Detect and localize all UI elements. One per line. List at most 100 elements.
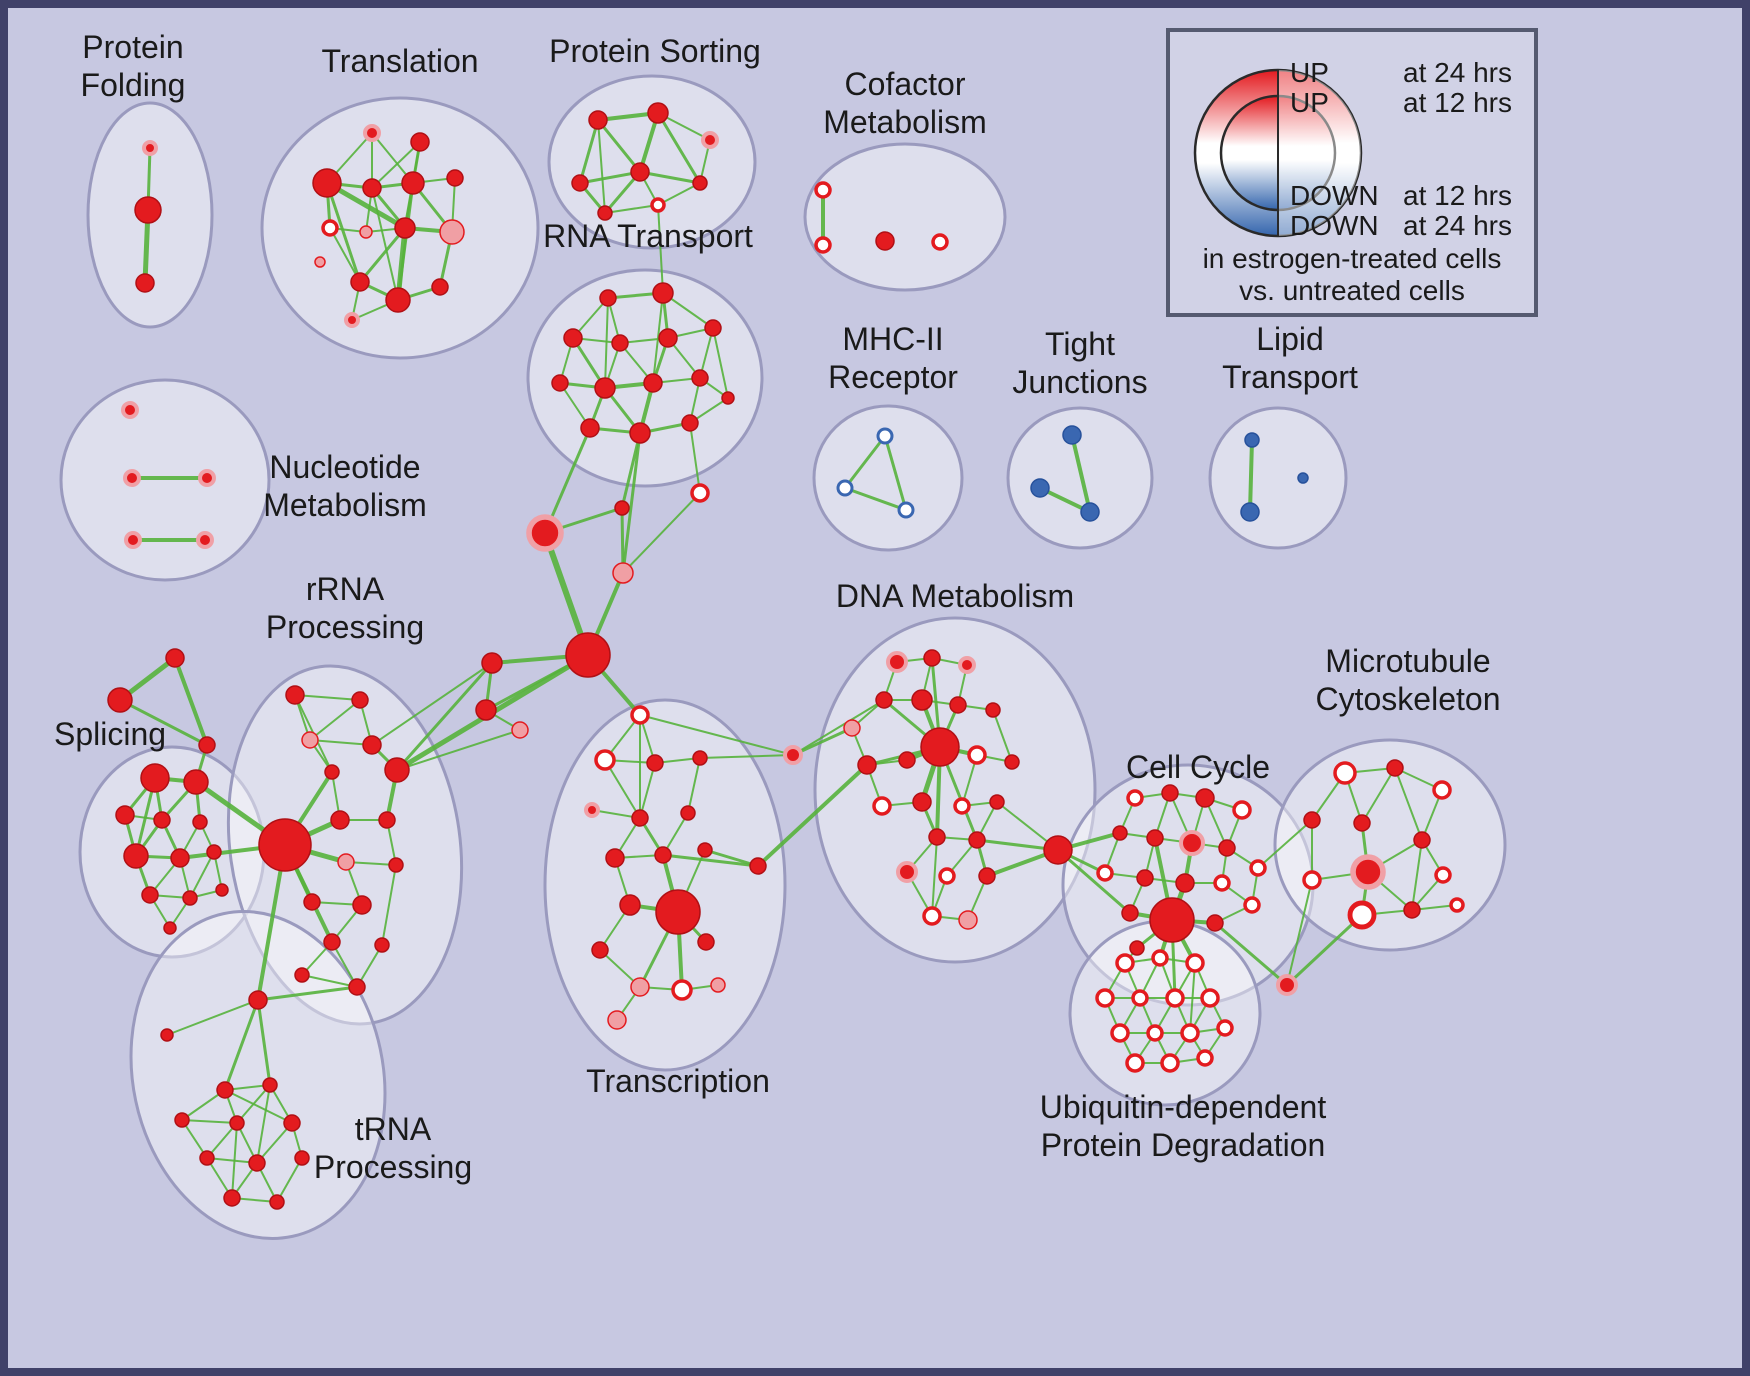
network-node-sp0c[interactable]: [198, 736, 216, 754]
network-node-rt10[interactable]: [691, 369, 709, 387]
network-node-rr14[interactable]: [374, 937, 390, 953]
network-node-mc4[interactable]: [1303, 811, 1321, 829]
network-node-tn9[interactable]: [223, 1189, 241, 1207]
network-node-rt4[interactable]: [611, 334, 629, 352]
network-node-tx7[interactable]: [680, 805, 696, 821]
network-node-tr3[interactable]: [312, 168, 342, 198]
network-node-dm24[interactable]: [958, 910, 978, 930]
network-node-tx10[interactable]: [697, 842, 713, 858]
network-node-sp9[interactable]: [141, 886, 159, 904]
network-node-ub1[interactable]: [1115, 953, 1135, 973]
network-node-ub2[interactable]: [1151, 949, 1169, 967]
network-node-rt3[interactable]: [563, 328, 583, 348]
network-node-rr12[interactable]: [352, 895, 372, 915]
network-node-ps7[interactable]: [597, 205, 613, 221]
network-node-tn7[interactable]: [248, 1154, 266, 1172]
network-node-dm12[interactable]: [967, 745, 987, 765]
network-node-tx9[interactable]: [654, 846, 672, 864]
network-node-rr7[interactable]: [330, 810, 350, 830]
network-node-h3[interactable]: [526, 514, 564, 552]
network-node-cc14[interactable]: [1149, 897, 1195, 943]
network-node-mc10[interactable]: [1347, 900, 1377, 930]
network-node-tx16[interactable]: [671, 979, 693, 1001]
network-node-rr5[interactable]: [324, 764, 340, 780]
network-node-tr14[interactable]: [431, 278, 449, 296]
network-node-nm4[interactable]: [124, 531, 142, 549]
network-node-sp11[interactable]: [163, 921, 177, 935]
network-node-rt1[interactable]: [599, 289, 617, 307]
network-node-sp4[interactable]: [153, 811, 171, 829]
network-node-mc9[interactable]: [1434, 866, 1452, 884]
network-node-nm2[interactable]: [123, 469, 141, 487]
network-node-tn4[interactable]: [229, 1115, 245, 1131]
network-node-sp2[interactable]: [183, 769, 209, 795]
network-node-nm1[interactable]: [121, 401, 139, 419]
network-node-ub5[interactable]: [1131, 989, 1149, 1007]
network-node-tr9[interactable]: [394, 217, 416, 239]
network-node-lt2[interactable]: [1240, 502, 1260, 522]
network-node-sp10[interactable]: [182, 890, 198, 906]
network-node-cc6[interactable]: [1146, 829, 1164, 847]
network-node-ub14[interactable]: [1196, 1049, 1214, 1067]
network-node-sp5[interactable]: [192, 814, 208, 830]
network-node-tr2[interactable]: [410, 132, 430, 152]
network-node-cc2[interactable]: [1161, 784, 1179, 802]
network-node-h1[interactable]: [690, 483, 710, 503]
network-node-tr4[interactable]: [362, 178, 382, 198]
network-node-dm2[interactable]: [875, 691, 893, 709]
network-node-sp3[interactable]: [115, 805, 135, 825]
network-node-ub12[interactable]: [1125, 1053, 1145, 1073]
network-node-ps8[interactable]: [650, 197, 666, 213]
network-node-cf1[interactable]: [814, 181, 832, 199]
network-node-cc7[interactable]: [1179, 830, 1205, 856]
network-node-tr6[interactable]: [446, 169, 464, 187]
network-node-tr15[interactable]: [344, 312, 360, 328]
network-node-rr2[interactable]: [351, 691, 369, 709]
network-node-ps6[interactable]: [692, 175, 708, 191]
network-node-ub9[interactable]: [1146, 1024, 1164, 1042]
network-node-tx6[interactable]: [631, 809, 649, 827]
network-node-mc7[interactable]: [1350, 854, 1386, 890]
network-node-rt6[interactable]: [704, 319, 722, 337]
network-node-ub13[interactable]: [1160, 1053, 1180, 1073]
network-node-cc4[interactable]: [1232, 800, 1252, 820]
network-node-tn5[interactable]: [283, 1114, 301, 1132]
network-node-ub8[interactable]: [1110, 1023, 1130, 1043]
network-node-pf3[interactable]: [135, 273, 155, 293]
network-node-mc12[interactable]: [1449, 897, 1465, 913]
network-node-dm22[interactable]: [978, 867, 996, 885]
network-node-dm5[interactable]: [958, 656, 976, 674]
network-node-sp12[interactable]: [215, 883, 229, 897]
network-node-mh2[interactable]: [836, 479, 854, 497]
network-node-tr5[interactable]: [401, 171, 425, 195]
network-node-pf2[interactable]: [134, 196, 162, 224]
network-node-rt11[interactable]: [580, 418, 600, 438]
network-node-dm7[interactable]: [949, 696, 967, 714]
network-node-ps2[interactable]: [647, 102, 669, 124]
network-node-dm10[interactable]: [898, 751, 916, 769]
network-node-sp7[interactable]: [170, 848, 190, 868]
network-node-ps5[interactable]: [630, 162, 650, 182]
network-node-ub6[interactable]: [1165, 988, 1185, 1008]
network-node-tn2[interactable]: [262, 1077, 278, 1093]
network-node-dm15[interactable]: [912, 792, 932, 812]
network-node-tn1[interactable]: [216, 1081, 234, 1099]
network-node-cc18[interactable]: [1249, 859, 1267, 877]
network-node-dm1[interactable]: [843, 719, 861, 737]
network-node-sp0a[interactable]: [107, 687, 133, 713]
network-node-cc17[interactable]: [1129, 940, 1145, 956]
network-node-rt9[interactable]: [643, 373, 663, 393]
network-node-lt1[interactable]: [1244, 432, 1260, 448]
network-node-cc12[interactable]: [1213, 874, 1231, 892]
network-node-dm20[interactable]: [896, 861, 918, 883]
network-node-sp6[interactable]: [123, 843, 149, 869]
network-node-mh1[interactable]: [876, 427, 894, 445]
network-node-rt7[interactable]: [551, 374, 569, 392]
network-node-mc8[interactable]: [1302, 870, 1322, 890]
network-node-rrhub[interactable]: [258, 818, 312, 872]
network-node-mc2[interactable]: [1386, 759, 1404, 777]
network-node-cc5[interactable]: [1112, 825, 1128, 841]
network-node-cf3[interactable]: [875, 231, 895, 251]
network-node-dm3[interactable]: [886, 651, 908, 673]
network-node-tn6[interactable]: [199, 1150, 215, 1166]
